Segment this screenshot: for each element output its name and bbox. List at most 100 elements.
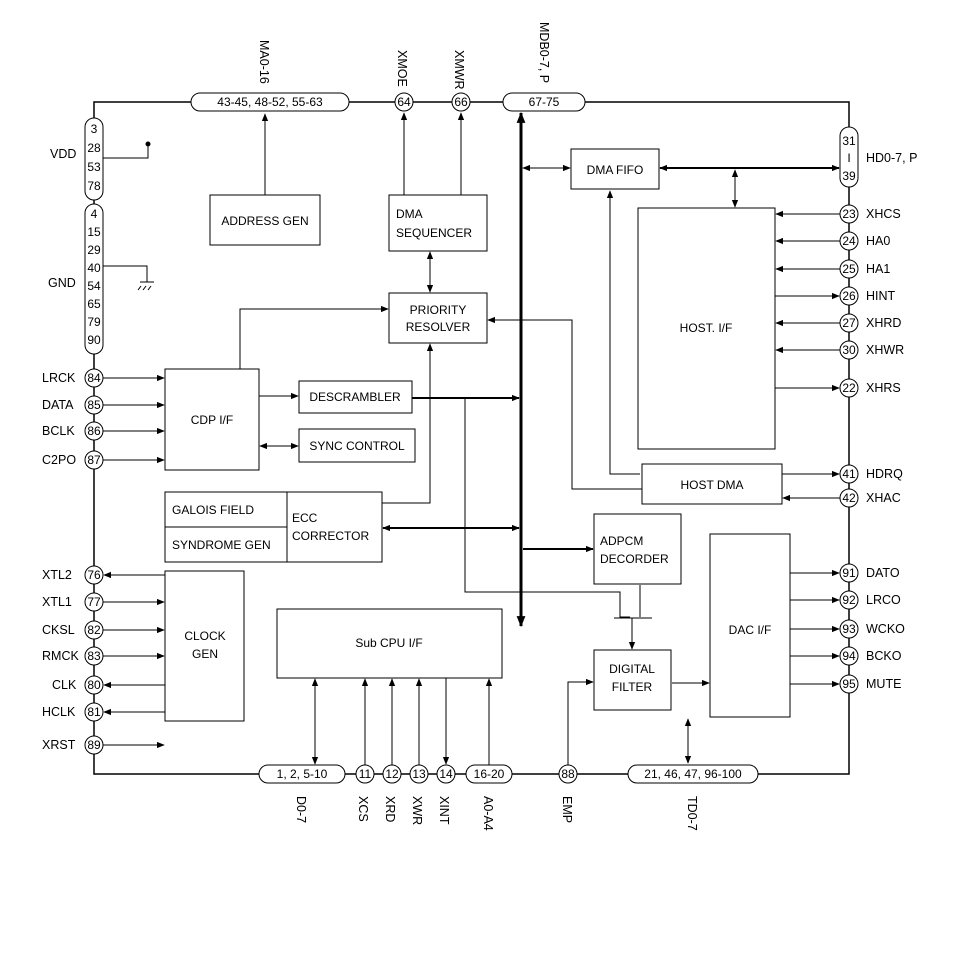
pin-88: 88 [561, 767, 575, 781]
block-adpcm-l1: ADPCM [600, 534, 643, 548]
left-pin-76: 76 [87, 568, 101, 582]
block-host-dma-label: HOST DMA [680, 478, 743, 492]
left-label-lrck: LRCK [42, 371, 76, 385]
block-digital-filter-l2: FILTER [612, 680, 653, 694]
left-label-clk: CLK [52, 678, 77, 692]
block-dac-if [709, 533, 791, 718]
right-label-dato: DATO [866, 566, 900, 580]
top-label-xmwr: XMWR [452, 50, 466, 90]
gnd-pin-group [84, 203, 104, 355]
pin-ma-text: 43-45, 48-52, 55-63 [217, 95, 323, 109]
block-dma-sequencer-l1: DMA [396, 207, 423, 221]
right-label-hint: HINT [866, 289, 896, 303]
left-label-xrst: XRST [42, 738, 76, 752]
pin-mdb-text: 67-75 [529, 95, 560, 109]
vdd-pin-2: 28 [87, 141, 101, 155]
pin-td [627, 764, 759, 784]
left-pin-85: 85 [87, 398, 101, 412]
right-label-hdrq: HDRQ [866, 467, 903, 481]
right-label-xhwr: XHWR [866, 343, 904, 357]
block-sub-cpu-if-label: Sub CPU I/F [355, 636, 422, 650]
block-dma-sequencer-l2: SEQUENCER [396, 226, 472, 240]
gnd-pin-1: 4 [91, 207, 98, 221]
pin-hd-mid: I [847, 151, 850, 165]
block-galois-field [164, 491, 288, 528]
bottom-label-xwr: XWR [410, 796, 424, 825]
left-signal-pins: LRCK 84 DATA 85 BCLK 86 C2PO 87 XTL2 76 … [42, 368, 104, 755]
right-pin-41: 41 [842, 467, 856, 481]
vdd-pin-1: 3 [91, 122, 98, 136]
block-clock-gen-l1: CLOCK [184, 629, 225, 643]
right-pin-95: 95 [842, 677, 856, 691]
gnd-pin-2: 15 [87, 225, 101, 239]
bottom-label-d: D0-7 [294, 796, 308, 823]
pin-66 [451, 92, 471, 112]
block-sync-control-label: SYNC CONTROL [309, 439, 405, 453]
pin-mdb [502, 92, 586, 112]
left-pin-77: 77 [87, 595, 101, 609]
gnd-pin-4: 40 [87, 261, 101, 275]
right-label-xhac: XHAC [866, 491, 901, 505]
block-syndrome-gen-label: SYNDROME GEN [172, 538, 271, 552]
right-label-lrco: LRCO [866, 593, 901, 607]
pin-11: 11 [359, 767, 372, 781]
block-host-if [637, 207, 776, 450]
pin-hd-top: 31 [842, 134, 856, 148]
left-pin-80: 80 [87, 678, 101, 692]
block-host-if-label: HOST. I/F [680, 321, 733, 335]
bottom-label-td: TD0-7 [685, 796, 699, 831]
bottom-label-xint: XINT [437, 796, 451, 825]
vdd-pin-3: 53 [87, 160, 101, 174]
block-syndrome-gen [164, 526, 288, 563]
vdd-pin-4: 78 [87, 179, 101, 193]
block-adpcm-l2: DECORDER [600, 552, 669, 566]
block-dma-sequencer [388, 194, 488, 252]
right-label-hd: HD0-7, P [866, 151, 917, 165]
pin-hd-group [839, 126, 859, 188]
pin-64-text: 64 [397, 95, 411, 109]
block-clock-gen [164, 570, 245, 722]
block-dma-fifo-label: DMA FIFO [587, 163, 644, 177]
right-pin-91: 91 [842, 566, 856, 580]
left-pin-84: 84 [87, 371, 101, 385]
pin-d-text: 1, 2, 5-10 [277, 767, 328, 781]
right-label-xhcs: XHCS [866, 207, 901, 221]
top-label-mdb: MDB0-7, P [537, 22, 551, 83]
left-label-xtl2: XTL2 [42, 568, 72, 582]
block-galois-field-label: GALOIS FIELD [172, 503, 254, 517]
pin-d [258, 764, 346, 784]
bottom-label-emp: EMP [560, 796, 574, 823]
left-pin-81: 81 [87, 705, 101, 719]
left-label-c2po: C2PO [42, 453, 76, 467]
block-adpcm-decorder [593, 513, 682, 585]
left-pin-82: 82 [87, 623, 101, 637]
left-label-cksl: CKSL [42, 623, 75, 637]
gnd-pin-5: 54 [87, 279, 101, 293]
right-label-ha0: HA0 [866, 234, 890, 248]
right-signal-pins: 23 XHCS 24 HA0 25 HA1 26 HINT 27 XHRD 30… [839, 204, 905, 694]
right-label-wcko: WCKO [866, 622, 905, 636]
block-ecc-corrector-l1: ECC [292, 511, 318, 525]
pin-ma [190, 92, 350, 112]
right-label-xhrd: XHRD [866, 316, 901, 330]
right-pin-22: 22 [842, 381, 856, 395]
top-label-ma: MA0-16 [257, 40, 271, 84]
right-pin-27: 27 [842, 316, 856, 330]
gnd-pin-7: 79 [87, 315, 101, 329]
gnd-pin-6: 65 [87, 297, 101, 311]
block-host-dma [641, 463, 783, 505]
block-cdp-if-label: CDP I/F [191, 413, 233, 427]
right-label-bcko: BCKO [866, 649, 902, 663]
right-label-mute: MUTE [866, 677, 901, 691]
block-ecc-corrector [286, 491, 383, 563]
right-pin-24: 24 [842, 234, 856, 248]
left-label-bclk: BCLK [42, 424, 75, 438]
left-pin-86: 86 [87, 424, 101, 438]
pin-a-text: 16-20 [474, 767, 505, 781]
gnd-pin-3: 29 [87, 243, 101, 257]
block-address-gen [209, 194, 321, 246]
block-sync-control [298, 428, 416, 463]
block-dma-fifo [570, 148, 660, 190]
right-pin-23: 23 [842, 207, 856, 221]
pin-td-text: 21, 46, 47, 96-100 [644, 767, 742, 781]
